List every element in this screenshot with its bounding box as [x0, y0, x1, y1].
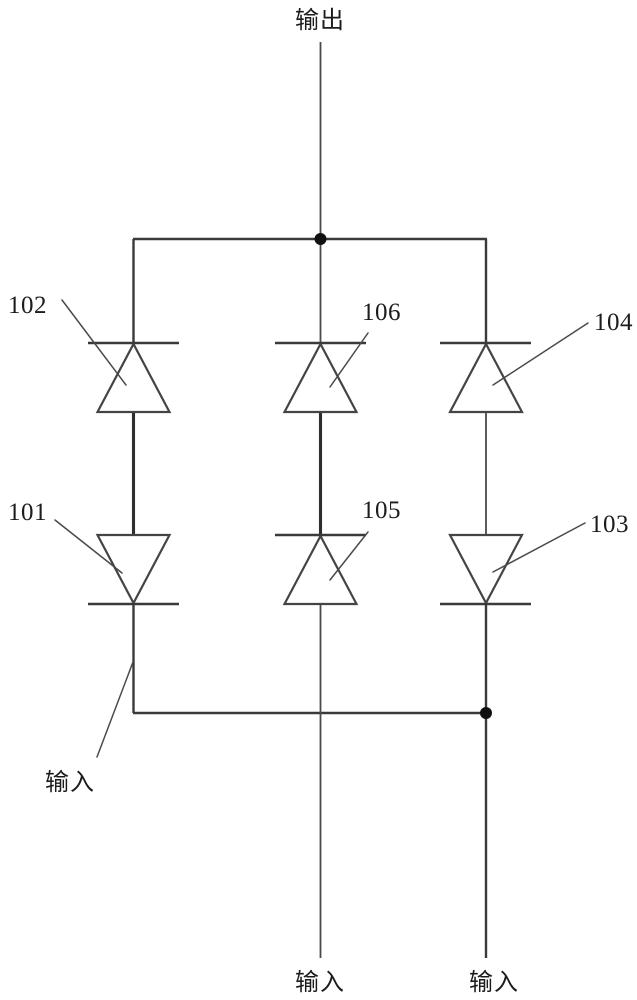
- diode-106: [275, 341, 366, 414]
- diode-105: [275, 533, 366, 606]
- diode-105-triangle: [282, 533, 359, 606]
- ref-label-103: 103: [590, 511, 629, 538]
- column-conductors-group: [131, 42, 488, 958]
- ref-label-104: 104: [594, 309, 633, 336]
- diode-104-triangle: [448, 341, 524, 414]
- terminal-label-input-bottom-right: 输入: [469, 968, 519, 996]
- leader-lines-group: [54, 299, 589, 758]
- diode-101: [88, 533, 179, 606]
- diode-102-triangle: [95, 341, 172, 414]
- ref-label-105: 105: [362, 497, 401, 524]
- diode-102: [88, 341, 179, 414]
- ref-label-101: 101: [8, 499, 47, 526]
- diode-103: [440, 533, 531, 606]
- terminal-label-output-top: 输出: [295, 6, 345, 34]
- ref-label-102: 102: [8, 292, 47, 319]
- leader-line-105: [329, 531, 369, 581]
- rails-group: [132, 237, 488, 715]
- terminal-label-input-bottom-middle: 输入: [295, 968, 345, 996]
- leader-line-106: [329, 332, 369, 388]
- diode-103-triangle: [448, 533, 524, 606]
- leader-line-101: [54, 519, 123, 574]
- diode-106-triangle: [282, 341, 359, 414]
- leader-line-102: [61, 299, 127, 386]
- diode-101-triangle: [95, 533, 172, 606]
- leader-line-103: [492, 522, 586, 573]
- diode-104: [440, 341, 531, 414]
- junction-dot-output-node: [314, 233, 327, 245]
- junction-dot-right-input-node: [480, 707, 492, 719]
- leader-line-104: [492, 322, 589, 386]
- ref-label-106: 106: [362, 299, 401, 326]
- junction-dots-group: [314, 233, 492, 719]
- leader-line-input-left: [96, 661, 134, 758]
- terminal-label-input-left: 输入: [45, 768, 95, 796]
